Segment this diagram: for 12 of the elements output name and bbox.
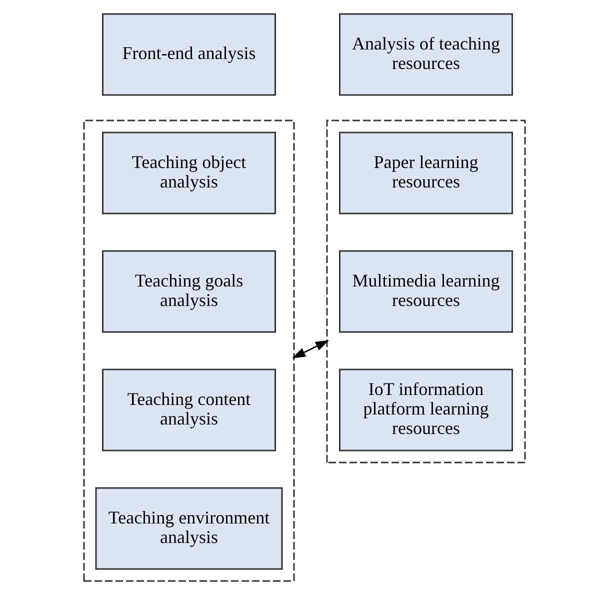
node-box: Teaching object analysis	[102, 132, 276, 214]
node-box: Analysis of teaching resources	[338, 13, 512, 96]
node-box: Multimedia learning resources	[338, 250, 512, 333]
cluster	[326, 120, 526, 464]
arrow	[291, 340, 329, 358]
node-box: IoT information platform learning resources	[338, 368, 512, 452]
node-box: Paper learning resources	[338, 132, 512, 214]
node-box: Teaching environment analysis	[94, 487, 282, 570]
node-box: Front-end analysis	[102, 13, 276, 96]
node-box: Teaching content analysis	[102, 368, 276, 452]
cluster	[82, 120, 294, 582]
node-box: Teaching goals analysis	[102, 250, 276, 333]
